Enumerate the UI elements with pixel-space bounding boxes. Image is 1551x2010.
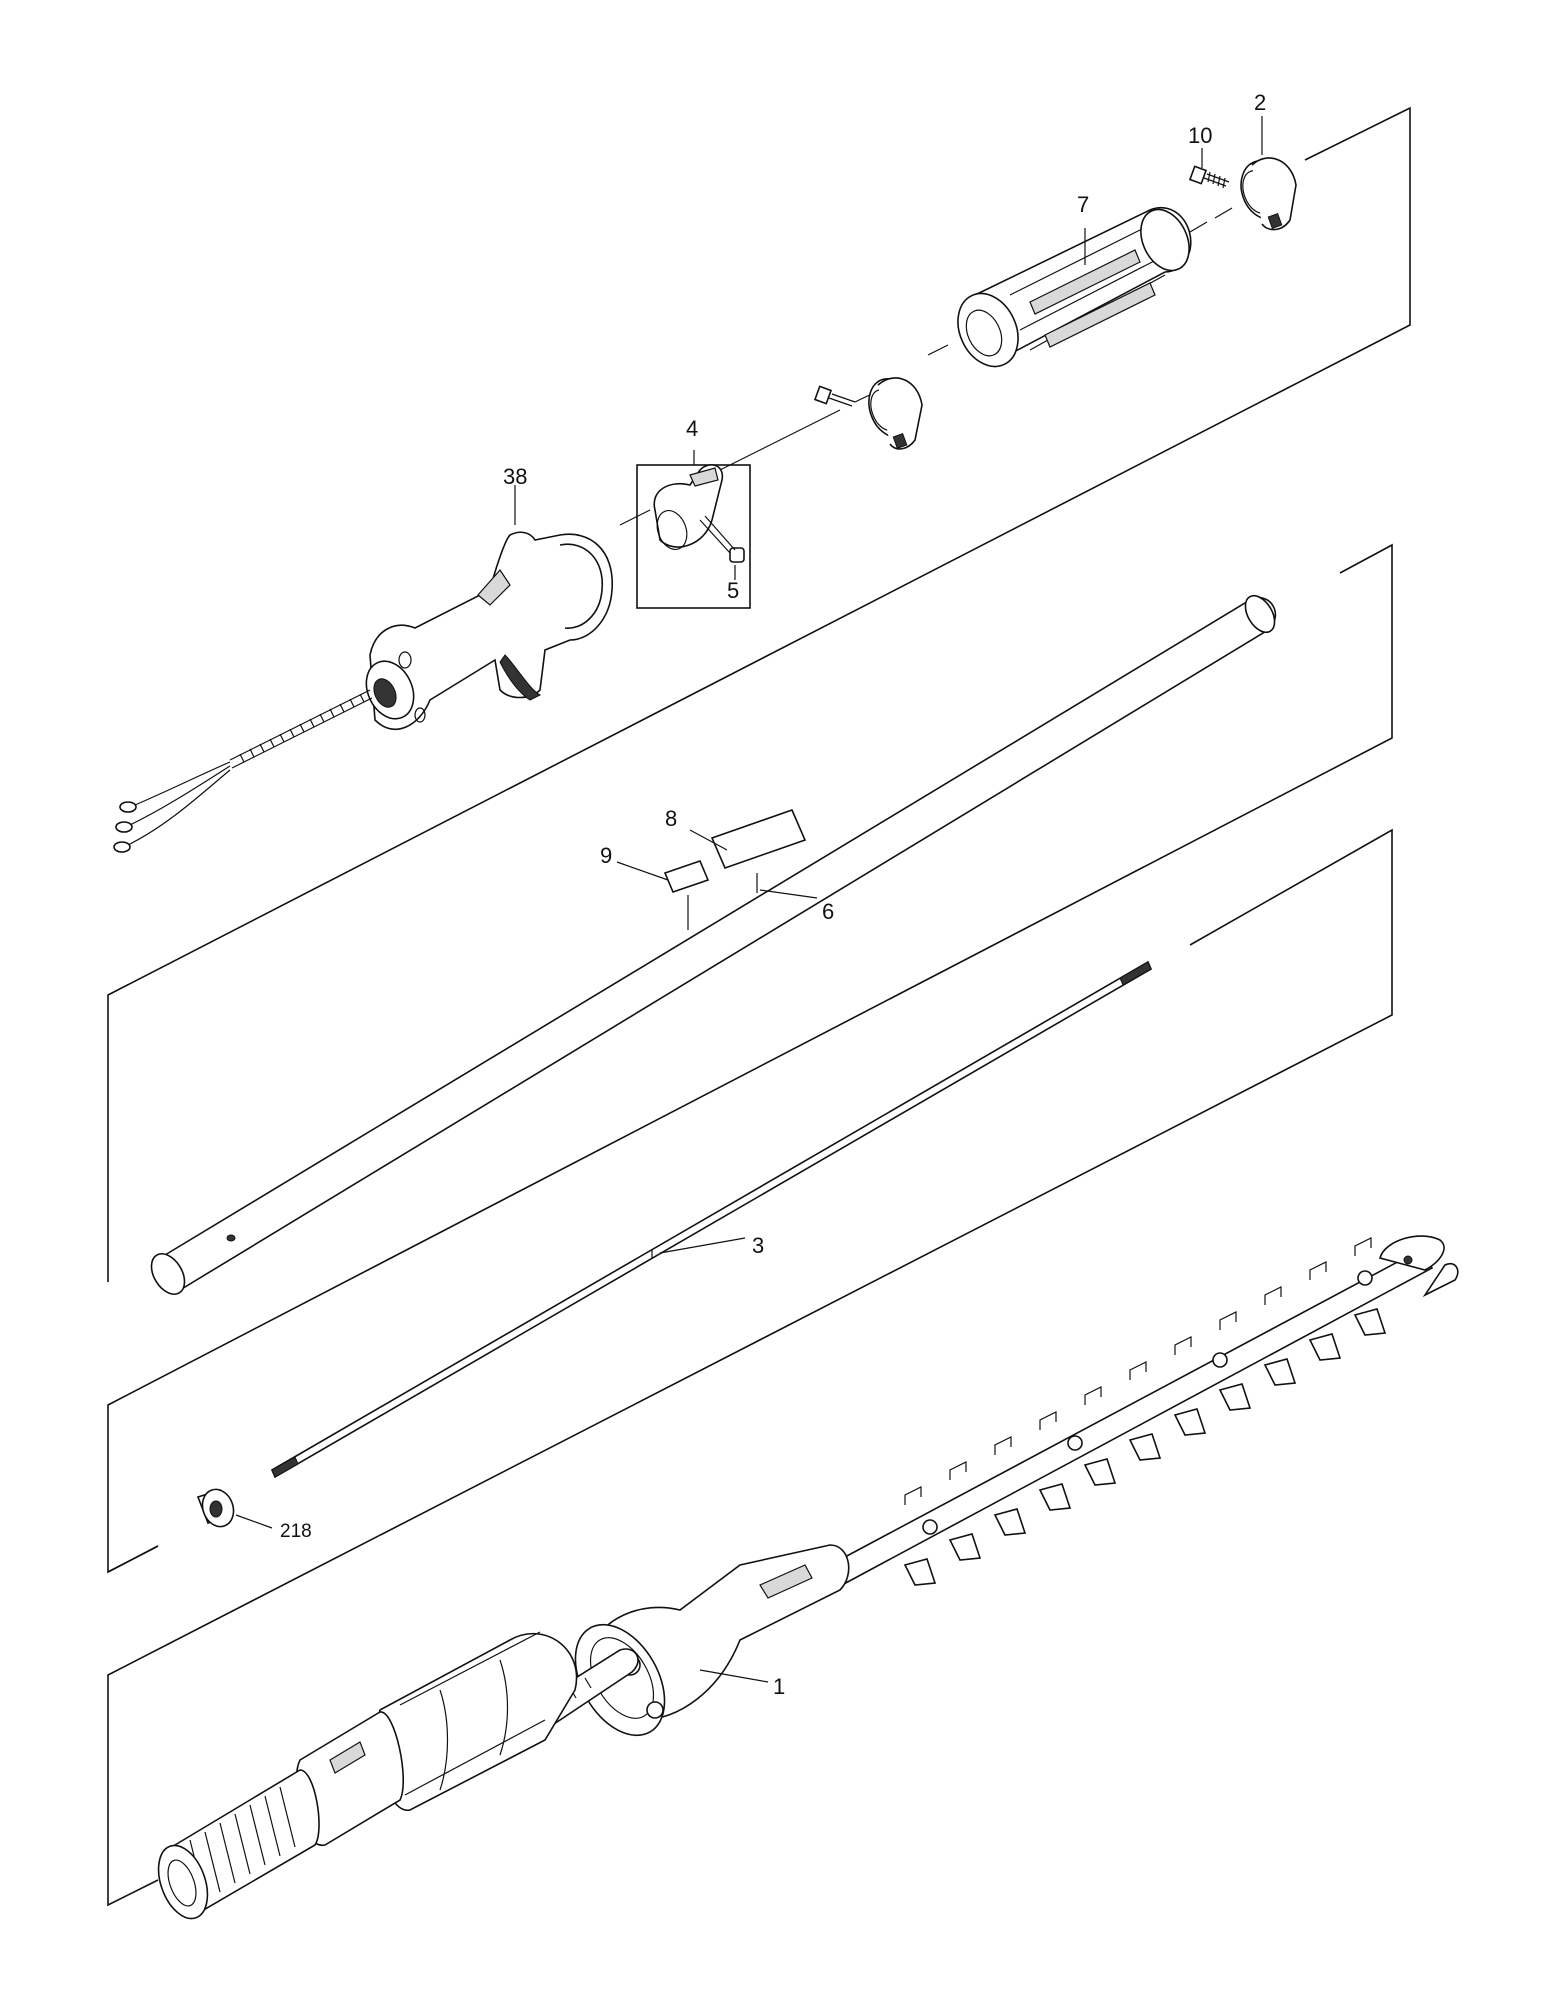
part-218-bushing — [196, 1488, 235, 1528]
part-8-label-sticker — [710, 808, 807, 893]
part-6-shaft-tube — [150, 594, 1277, 1295]
frame-handle-group — [107, 106, 1411, 1282]
part-38-throttle-housing — [365, 485, 613, 731]
part-7-grip-tube — [957, 207, 1208, 368]
part-38-throttle-cable — [113, 689, 373, 853]
part-3-drive-shaft — [270, 960, 1153, 1479]
part-4-clamp-box — [636, 450, 751, 609]
callout-10: 10 — [1188, 123, 1212, 148]
callout-38: 38 — [503, 464, 527, 489]
part-1-trimmer-head — [157, 1235, 1459, 1920]
callout-5: 5 — [727, 578, 739, 603]
callout-9: 9 — [600, 843, 612, 868]
frame-driveshaft-group — [107, 828, 1393, 1907]
part-10-bolt — [1188, 165, 1230, 189]
callout-4: 4 — [686, 416, 698, 441]
leader-lines — [235, 116, 1263, 1683]
callout-7: 7 — [1077, 192, 1089, 217]
callout-1: 1 — [773, 1674, 785, 1699]
callout-labels: 2 10 7 4 5 38 8 9 6 3 218 1 — [280, 90, 1266, 1699]
frame-shaft-group — [107, 543, 1393, 1574]
part-2-grip-ring — [1214, 157, 1297, 231]
callout-2: 2 — [1254, 90, 1266, 115]
callout-8: 8 — [665, 806, 677, 831]
callout-218: 218 — [280, 1521, 312, 1542]
callout-3: 3 — [752, 1233, 764, 1258]
part-clamp-ring — [813, 377, 923, 450]
part-9-label-sticker — [663, 860, 710, 930]
callout-6: 6 — [822, 899, 834, 924]
